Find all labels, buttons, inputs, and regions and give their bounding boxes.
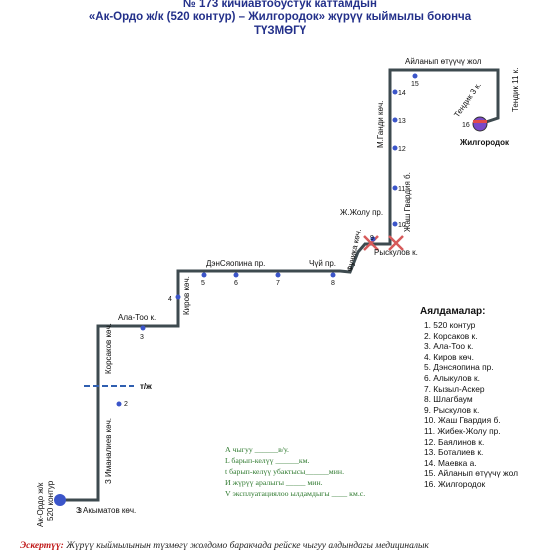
stat-line: V эксплуатациялоо ылдамдыгы ____ км.с. xyxy=(225,489,366,498)
stop-marker-3[interactable] xyxy=(140,325,146,331)
street-zhilgorodok: Жилгородок xyxy=(459,138,510,147)
stop-marker-13[interactable] xyxy=(392,117,398,123)
stop-item: 16. Жилгородок xyxy=(424,478,486,489)
street-520-contour: 520 контур xyxy=(46,480,55,521)
stop-num-5: 5 xyxy=(201,280,205,287)
stop-num-3: 3 xyxy=(140,334,144,341)
stop-num-16: 16 xyxy=(462,122,470,129)
stops-list: 1. 520 контур 2. Корсаков к. 3. Ала-Тоо … xyxy=(424,320,518,490)
street-imanaliev: З Иманалиев көч. xyxy=(104,418,113,484)
street-korsakov: Корсаков көч. xyxy=(104,323,113,374)
stop-marker-1[interactable] xyxy=(54,494,66,506)
stop-marker-4[interactable] xyxy=(175,294,181,300)
stop-num-12: 12 xyxy=(398,146,406,153)
stop-item: 15. Айланып өтүүчү жол xyxy=(424,468,518,479)
stop-item: 14. Маевка а. xyxy=(424,457,477,468)
stop-item: 4. Киров көч. xyxy=(424,351,474,362)
stop-item: 12. Баялинов к. xyxy=(424,436,485,447)
stop-marker-5[interactable] xyxy=(201,272,207,278)
stop-num-2: 2 xyxy=(124,401,128,408)
street-ak-ordo: Ак-Ордо ж/к xyxy=(36,482,45,527)
stop-item: 10. Жаш Гвардия б. xyxy=(424,415,501,426)
street-ailanyp: Айланып өтүүчү жол xyxy=(405,57,482,66)
street-zhibek-zholu: Ж.Жолу пр. xyxy=(340,208,383,217)
stop-item: 9. Рыскулов к. xyxy=(424,404,480,415)
street-zhash-gvardiya: Жаш Гвардия б. xyxy=(403,172,412,232)
stat-line: А чыгуу ______в/у. xyxy=(225,445,289,454)
stop-marker-16[interactable] xyxy=(472,116,488,132)
stop-item: 2. Корсаков к. xyxy=(424,330,478,341)
stop-num-14: 14 xyxy=(398,90,406,97)
stop-item: 3. Ала-Тоо к. xyxy=(424,341,474,352)
stop-marker-14[interactable] xyxy=(392,89,398,95)
stop-item: 7. Кызыл-Аскер xyxy=(424,383,485,394)
stop-marker-8[interactable] xyxy=(330,272,336,278)
street-ala-too: Ала-Тоо к. xyxy=(118,313,156,322)
header-line-2: «Ак-Ордо ж/к (520 контур) – Жилгородок» … xyxy=(88,11,472,23)
street-gandi: М.Ганди көч. xyxy=(376,101,385,148)
footnote-text: Жүрүү кыймылынын түзмөгү жолдомо баракча… xyxy=(63,541,429,551)
route-line xyxy=(60,68,500,502)
stop-marker-10[interactable] xyxy=(392,221,398,227)
stop-num-10: 10 xyxy=(398,222,406,229)
stop-num-8: 8 xyxy=(331,280,335,287)
stat-line: L барып-келүү ______км. xyxy=(225,456,310,465)
stop-num-11: 11 xyxy=(398,186,405,193)
route-stats: А чыгуу ______в/у. L барып-келүү ______к… xyxy=(225,444,365,499)
road-closure-icon xyxy=(363,235,404,251)
stops-title: Аялдамалар: xyxy=(420,306,486,317)
stop-num-9: 9 xyxy=(370,235,374,242)
stop-item: 8. Шлагбаум xyxy=(424,394,473,405)
stop-num-3-akymatov: 3 xyxy=(78,508,82,515)
street-ryskulov: Рыскулов к. xyxy=(374,248,418,257)
stop-marker-6[interactable] xyxy=(233,272,239,278)
stat-line: И жүрүү аралыгы _____ мин. xyxy=(225,478,323,487)
footnote: Эскертүү: Жүрүү кыймылынын түзмөгү жолдо… xyxy=(20,541,560,551)
stop-item: 11. Жибек-Жолу пр. xyxy=(424,425,501,436)
header-line-3: ТҮЗМӨГҮ xyxy=(253,25,307,37)
stop-num-4: 4 xyxy=(168,296,172,303)
footnote-label: Эскертүү: xyxy=(20,541,64,551)
stop-marker-11[interactable] xyxy=(392,185,398,191)
stop-item: 5. Дэнсяопина пр. xyxy=(424,362,494,373)
terminal-stripe xyxy=(473,120,487,123)
street-chui: Чүй пр. xyxy=(309,259,336,268)
stop-marker-15[interactable] xyxy=(412,73,418,79)
rail-label: т/ж xyxy=(140,382,152,391)
street-kirov: Киров көч. xyxy=(182,276,191,315)
stop-num-6: 6 xyxy=(234,280,238,287)
stop-num-13: 13 xyxy=(398,118,406,125)
stop-item: 13. Боталиев к. xyxy=(424,447,484,458)
street-tendik3: Тендик 3 к. xyxy=(452,81,483,119)
street-akymatov: З Акыматов көч. xyxy=(76,506,136,515)
stop-marker-2[interactable] xyxy=(116,401,122,407)
stop-num-7: 7 xyxy=(276,280,280,287)
stop-item: 1. 520 контур xyxy=(424,320,476,330)
stop-marker-9[interactable] xyxy=(370,236,376,242)
stop-num-15: 15 xyxy=(411,81,419,88)
street-dzerzhinsky: ДэнСяопина пр. xyxy=(206,259,265,268)
header-line-1: № 173 кичиавтобустук каттамдын xyxy=(183,0,377,10)
stop-item: 6. Алыкулов к. xyxy=(424,372,480,383)
stop-marker-7[interactable] xyxy=(275,272,281,278)
stat-line: t барып-келүү убактысы______мин. xyxy=(225,467,345,476)
stop-marker-12[interactable] xyxy=(392,145,398,151)
street-tendik11: Тендик 11 к. xyxy=(511,68,520,112)
